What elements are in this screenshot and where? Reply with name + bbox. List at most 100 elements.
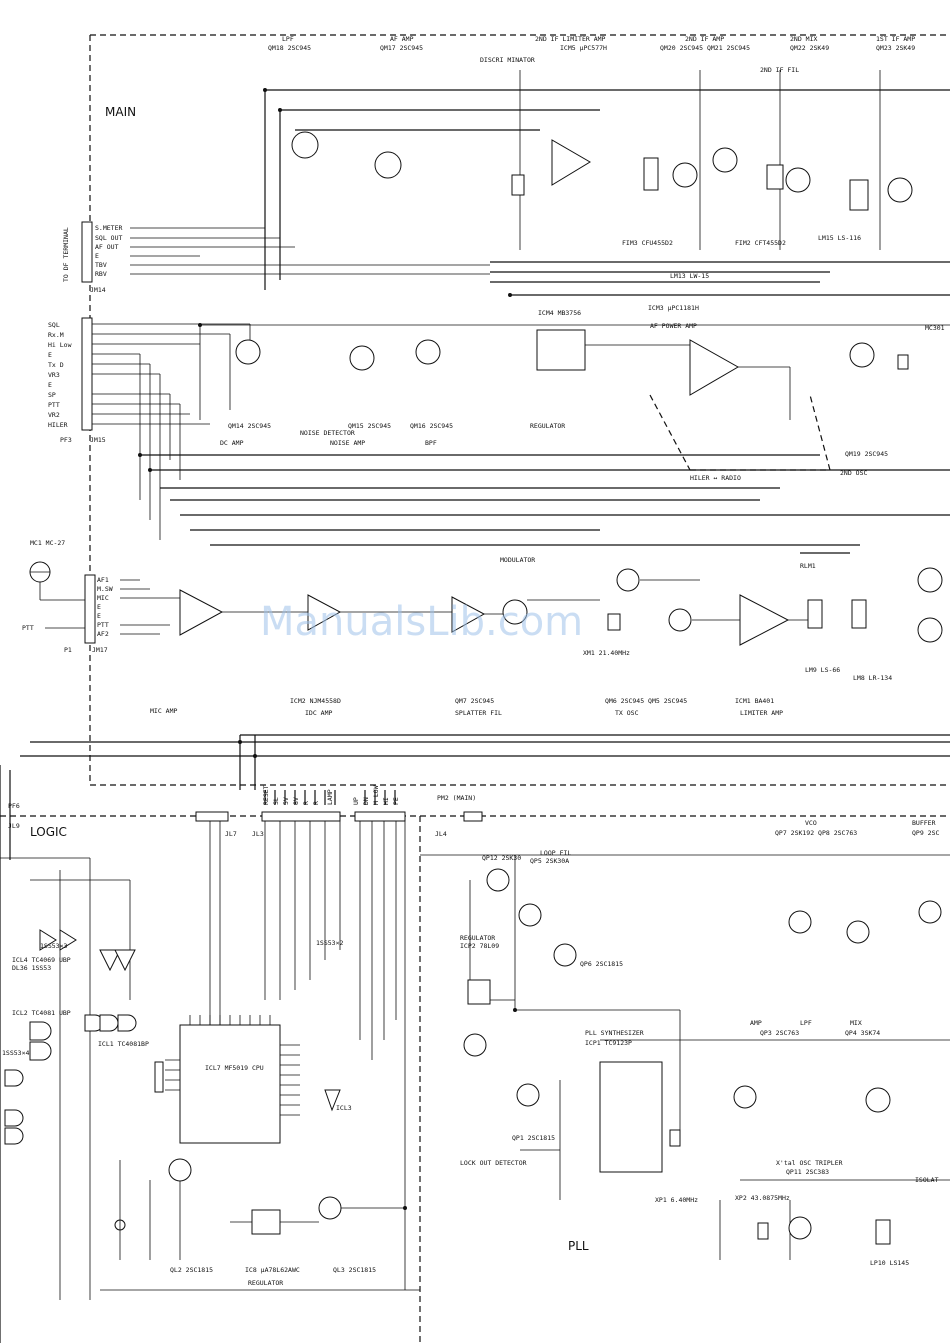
logic-board-border [0,815,950,1343]
pin-r2: R [312,801,320,805]
transistor-qp4 [865,1087,891,1113]
cpu-icl7 [165,1015,300,1144]
jm17-pin-7: AF2 [97,630,109,638]
label-lp10: LP10 LS145 [870,1259,909,1267]
label-regulator-m-sub: ICM4 MB3756 [538,309,581,317]
label-ql2: QL2 2SC1815 [170,1266,213,1274]
jm14-pin-5: TBV [95,261,107,269]
label-reg-p: REGULATOR [460,934,495,942]
jm17-pin-3: MIC [97,594,109,602]
ic-icp1 [599,1061,663,1173]
logic-labels: ICL4 TC4069 UBP DL36 1SS53 ICL2 TC4081 U… [2,939,376,1287]
transistor-qp1 [516,1083,540,1107]
transistor-qp11 [788,1216,812,1240]
label-tx-osc: TX OSC [615,709,639,717]
pin-reset: RESET [262,785,270,805]
label-limiter-amp-sub: ICM1 BA401 [735,697,774,705]
label-isolat: ISOLAT [915,1176,939,1184]
transistor-qm22 [785,167,811,193]
top-label-lpf-sub: QM18 2SC945 [268,44,311,52]
inverter-icl4c [99,949,121,972]
label-af-power-sub: ICM3 μPC1181H [648,304,699,312]
logic-section-label: LOGIC [30,825,67,839]
transistor-qp3 [733,1085,757,1109]
label-mix-p-sub: QP4 3SK74 [845,1029,880,1037]
terminal-jm15: SQL Rx.M Hi Low E Tx D VR3 E SP PTT VR2 … [48,317,250,540]
pll-components [463,868,942,1245]
label-bpf-sub: QM16 2SC945 [410,422,453,430]
label-tripler-sub: QP11 2SC383 [786,1168,829,1176]
label-ic8: IC8 μA78L62AWC [245,1266,300,1274]
label-dc-amp: DC AMP [220,439,244,447]
transistor-ql1 [463,1033,487,1057]
opamp-icm2b [451,596,486,633]
and-gate-b [29,1041,52,1061]
top-label-if1amp: 1ST IF AMP [876,35,915,43]
transistor-qm21 [712,147,738,173]
conn-pm2: PM2 (MAIN) [437,794,476,802]
jm14-ref: JM14 [90,286,106,294]
label-hiler: HILER ↔ RADIO [690,474,741,482]
label-mc301: MC301 [925,324,945,332]
top-label-af-amp-sub: QM17 2SC945 [380,44,423,52]
coil-lp10 [875,1219,891,1245]
label-lpf-p: LPF [800,1019,812,1027]
filter-fim3 [643,157,659,191]
label-reg-p-sub: ICP2 78L09 [460,942,499,950]
transistor-qm7 [502,599,528,625]
transistor-qp7 [788,910,812,934]
top-label-limiter: 2ND IF LIMITER AMP [535,35,606,43]
crystal-xm1 [607,613,621,631]
pin-sl: SL [272,797,280,805]
jm17-pin-2: M.SW [97,585,113,593]
label-ds36: DL36 1SS53 [12,964,51,972]
jm15-pin-11: HILER [48,421,68,429]
label-xp1: XP1 6.40MHz [655,1196,698,1204]
transistor-qp8 [846,920,870,944]
label-regulator-m: REGULATOR [530,422,565,430]
pin-dn: DN [362,797,370,805]
ic-icm4 [536,329,586,371]
jm14-pin-2: SQL OUT [95,234,122,242]
transistor-qm16 [415,339,441,365]
label-modulator: MODULATOR [500,556,535,564]
logic-connectors: PF6 JL9 JL7 JL3 JL4 PM2 (MAIN) RESET SL … [8,785,483,838]
and-gate-e [117,1014,137,1032]
label-tc4081: ICL2 TC4081 UBP [12,1009,71,1017]
pin-pe: PE [392,797,400,805]
label-bpf: BPF [425,439,437,447]
label-vco-sub: QP7 2SK192 QP8 2SC763 [775,829,857,837]
coil-lm8 [851,599,867,629]
label-idc-amp: IDC AMP [305,709,332,717]
label-cpu: ICL7 MF5019 CPU [205,1064,264,1072]
terminal-jm17: AF1 M.SW MIC E E PTT AF2 P1 JM17 [64,574,180,654]
filter-fim2 [766,164,784,190]
pin-8v: 8V [292,797,300,805]
top-label-if1amp-sub: QM23 2SK49 [876,44,915,52]
mic-ref: MC1 MC-27 [30,539,65,547]
conn-jl9: JL9 [8,822,20,830]
label-tx-osc-sub: QM6 2SC945 QM5 2SC945 [605,697,687,705]
transistor-qm4 [917,617,943,643]
transistor-qm5 [668,608,692,632]
label-noise-amp: NOISE AMP [330,439,365,447]
top-label-if2amp: 2ND IF AMP [685,35,724,43]
mid-buses [140,454,950,546]
top-label-af-amp: AF AMP [390,35,414,43]
cpu-body [179,1024,281,1144]
label-ql3: QL3 2SC1815 [333,1266,376,1274]
regulator-ic8 [251,1209,281,1235]
label-amp-p: AMP [750,1019,762,1027]
jm14-title: TO DF TERMINAL [62,227,70,282]
logic-components [114,1158,405,1260]
transistor-ql2 [168,1158,192,1182]
conn-jl3: JL3 [252,830,264,838]
transistor-qm14 [235,339,261,365]
crystal-xp2 [757,1222,769,1240]
conn-jl4: JL4 [435,830,447,838]
jm17-pin-5: E [97,612,101,620]
watermark: ManualsLib.com [260,599,583,645]
transistor-qp12 [486,868,510,892]
jm15-pin-10: VR2 [48,411,60,419]
